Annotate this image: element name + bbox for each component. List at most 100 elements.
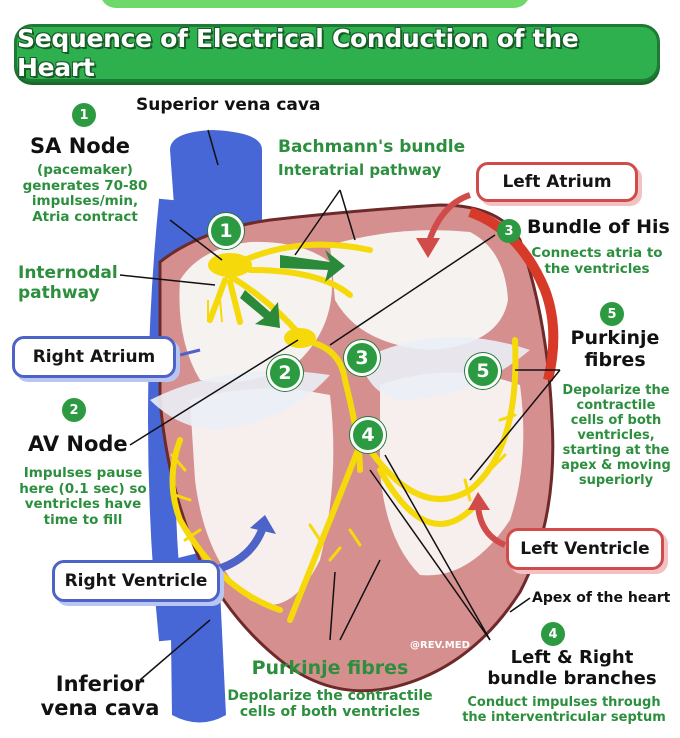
right-atrium-label: Right Atrium	[12, 336, 176, 378]
sa-desc-line: Atria contract	[32, 208, 138, 225]
purkinje-right-desc-line: starting at the	[562, 442, 670, 458]
bundle-branches-title-line: Left & Right	[510, 647, 634, 668]
sa-desc-line: impulses/min,	[31, 193, 139, 210]
step-badge-4-label: 4	[541, 622, 565, 646]
leader-apex	[509, 597, 531, 613]
leader-av	[129, 339, 299, 446]
purkinje-fibres-right-title: Purkinje fibres	[560, 327, 670, 372]
top-decor-strip	[100, 0, 530, 8]
internodal-line: pathway	[18, 282, 100, 303]
diagram-title: Sequence of Electrical Conduction of the…	[17, 24, 579, 82]
leader-svc	[207, 129, 219, 166]
right-bundle-branch	[287, 447, 361, 623]
step-badge-3-label: 3	[497, 219, 521, 243]
leader-bachmann-2	[339, 189, 356, 241]
purkinje-twig-1	[170, 453, 202, 542]
left-atrium-arrow	[425, 192, 472, 246]
internodal-path-2	[207, 277, 228, 323]
right-ventricle-chamber	[190, 388, 334, 605]
green-arrow-2	[240, 290, 280, 328]
step-badge-1-label: 1	[72, 103, 96, 127]
sa-node-description: (pacemaker) generates 70-80 impulses/min…	[10, 162, 160, 225]
bundle-branches-description: Conduct impulses through the interventri…	[452, 695, 676, 726]
purkinje-right-desc-line: cells of both	[570, 412, 662, 428]
purkinje-right-wall	[169, 437, 283, 613]
inferior-vena-cava-label: Inferior vena cava	[30, 672, 170, 720]
left-atrium-arrow-head	[416, 238, 440, 258]
leader-purkinje-bottom-2	[339, 559, 381, 641]
leader-purkinje-right-2	[469, 369, 561, 481]
internodal-line: Internodal	[18, 263, 118, 283]
sa-node-label: SA Node	[30, 134, 130, 158]
purkinje-right-title-line: fibres	[584, 348, 646, 371]
apex-label: Apex of the heart	[532, 590, 671, 606]
right-ventricle-arrow-head	[250, 515, 276, 534]
his-desc-line: the ventricles	[544, 260, 650, 277]
bachmann-bundle-path-2	[247, 267, 353, 298]
purkinje-right-desc-line: superiorly	[578, 472, 654, 488]
av-node-description: Impulses pause here (0.1 sec) so ventric…	[8, 465, 158, 528]
right-ventricle-arrow	[213, 528, 266, 574]
title-banner: Sequence of Electrical Conduction of the…	[14, 24, 660, 82]
purkinje-fibres-right-description: Depolarize the contractile cells of both…	[554, 383, 678, 489]
left-ventricle-label: Left Ventricle	[506, 528, 664, 570]
purkinje-right-desc-line: Depolarize the	[562, 383, 670, 398]
purkinje-fibres-bottom-description: Depolarize the contractile cells of both…	[208, 688, 452, 720]
purkinje-fibres-bottom-title: Purkinje fibres	[251, 657, 409, 679]
purkinje-twig-3	[463, 413, 517, 502]
leader-his	[329, 234, 496, 346]
left-atrium-label: Left Atrium	[476, 162, 638, 202]
av-desc-line: time to fill	[43, 511, 123, 528]
purkinje-right-desc-line: contractile	[576, 397, 656, 413]
step-badge-3-heart: 3	[344, 340, 380, 376]
bundle-branches-title-line: bundle branches	[487, 667, 657, 689]
leader-branches-1	[384, 454, 491, 641]
yellow-small-arrows	[207, 299, 241, 323]
left-ventricle-arrow-head	[468, 492, 490, 510]
bachmann-bundle-subtitle: Interatrial pathway	[278, 161, 442, 179]
av-desc-line: ventricles have	[24, 496, 142, 513]
green-arrow-1	[280, 250, 345, 282]
sa-node-shape	[208, 253, 252, 277]
bundle-branches-title: Left & Right bundle branches	[472, 647, 672, 689]
purkinje-right-desc-line: apex & moving	[561, 457, 671, 473]
ivc-line: Inferior	[55, 672, 145, 696]
left-atrium-chamber	[330, 230, 508, 350]
leader-sa	[169, 219, 223, 261]
right-atrium-arrow	[179, 348, 201, 357]
step-badge-1-heart: 1	[208, 213, 244, 249]
purkinje-left-lower	[377, 467, 483, 527]
leader-bachmann-1	[294, 189, 341, 256]
sa-desc-line: generates 70-80	[22, 177, 148, 194]
right-atrium-chamber	[179, 241, 332, 383]
leader-purkinje-bottom-1	[329, 571, 336, 641]
bundle-of-his-description: Connects atria to the ventricles	[522, 245, 672, 277]
ivc-line: vena cava	[40, 696, 160, 721]
step-badge-2-label: 2	[62, 398, 86, 422]
his-desc-line: Connects atria to	[531, 245, 663, 261]
bachmann-bundle-title: Bachmann's bundle	[278, 137, 466, 157]
step-badge-5-label: 5	[600, 302, 624, 326]
sa-desc-line: (pacemaker)	[37, 162, 133, 178]
av-node-label: AV Node	[28, 432, 128, 456]
bundle-branches-desc-line: the interventricular septum	[462, 709, 666, 725]
purkinje-bottom-desc-line: Depolarize the contractile	[227, 688, 433, 704]
mitral-valve	[360, 337, 530, 400]
bundle-branches-desc-line: Conduct impulses through	[467, 695, 661, 710]
purkinje-twig-2	[308, 523, 362, 562]
bachmann-bundle-path	[237, 241, 373, 265]
internodal-path-1	[225, 272, 303, 338]
bundle-of-his-label: Bundle of His	[527, 216, 670, 238]
left-ventricle-chamber	[380, 372, 524, 576]
purkinje-bottom-desc-line: cells of both ventricles	[239, 704, 421, 721]
aorta-edge	[468, 207, 559, 382]
av-desc-line: Impulses pause	[23, 465, 143, 481]
purkinje-right-title-line: Purkinje	[570, 327, 660, 349]
step-badge-5-heart: 5	[465, 353, 501, 389]
internodal-pathway-label: Internodal pathway	[18, 263, 118, 303]
leader-branches-2	[369, 469, 491, 641]
leader-ivc	[139, 619, 211, 681]
superior-vena-cava-label: Superior vena cava	[136, 95, 321, 115]
